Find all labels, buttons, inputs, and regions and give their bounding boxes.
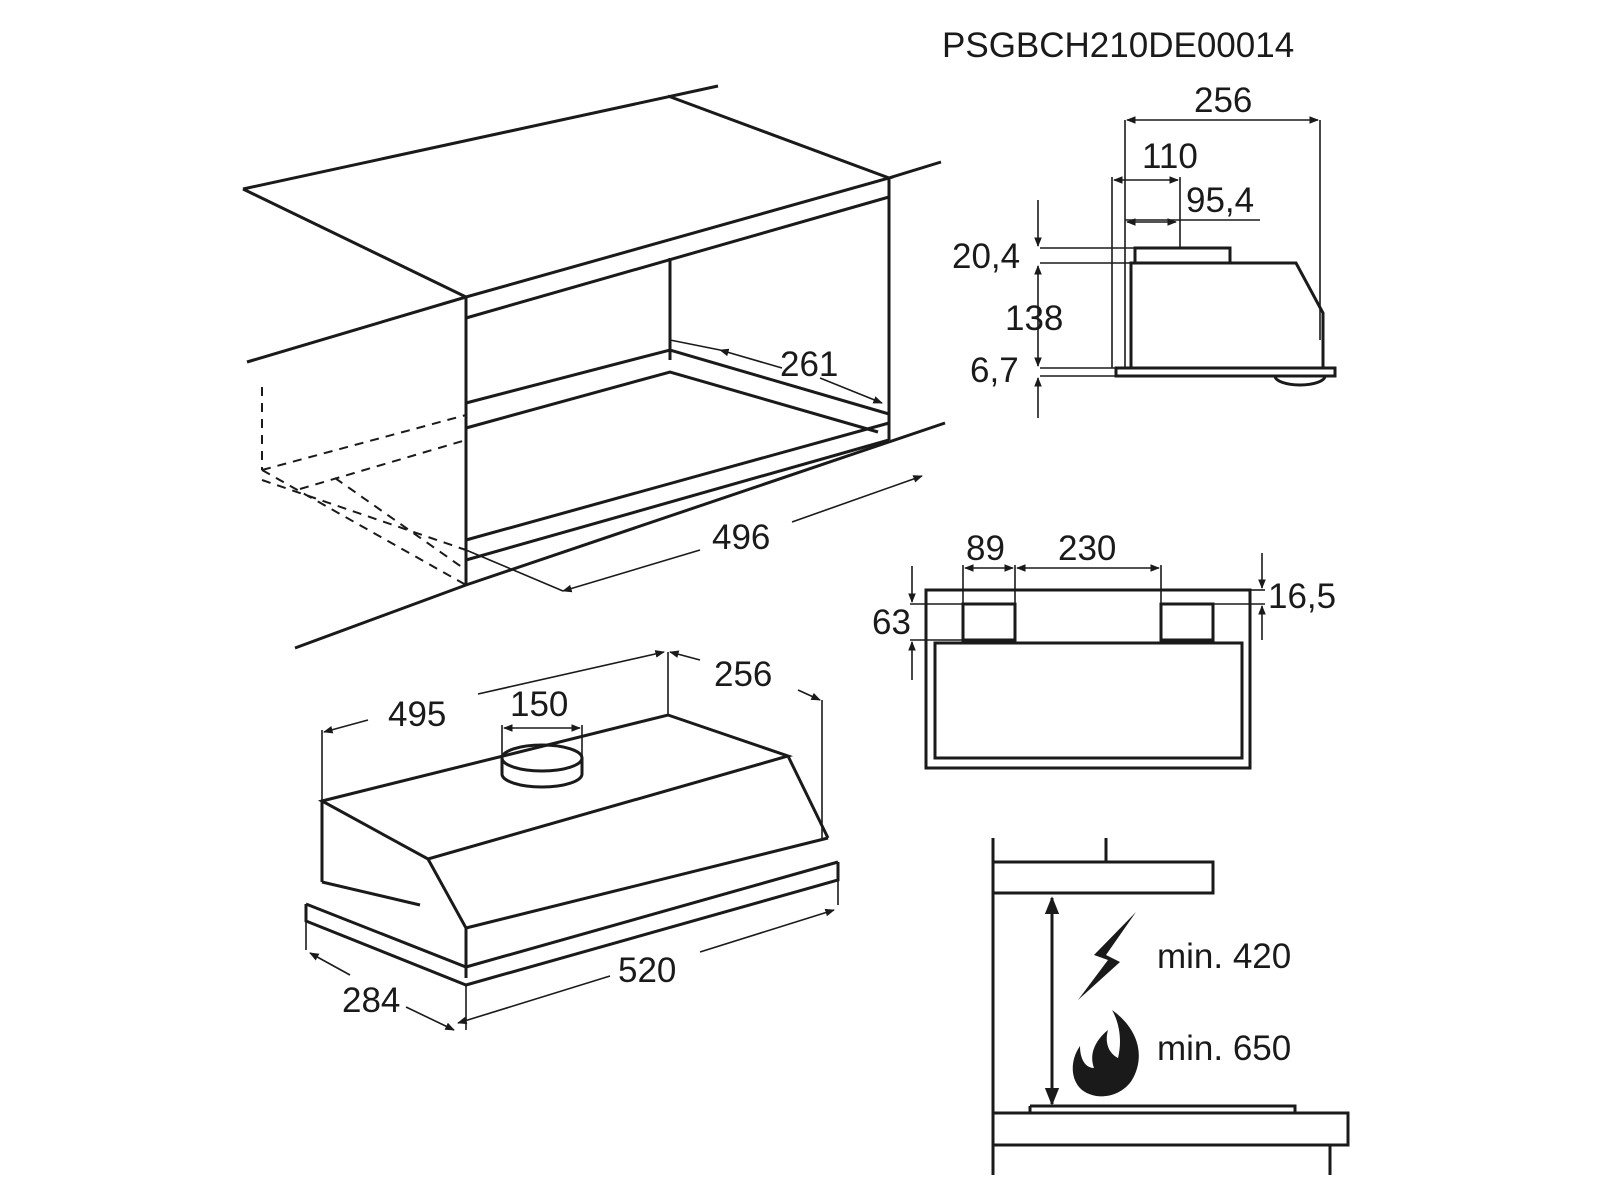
hood-drawing: 150 495 256 520 284 (304, 650, 840, 1031)
lightning-icon (1078, 912, 1136, 1000)
front-top-height-label: 16,5 (1268, 577, 1336, 616)
hood-depth-label: 256 (714, 655, 772, 694)
side-panel-height-label: 6,7 (970, 351, 1019, 390)
side-outlet-diameter-label: 95,4 (1186, 181, 1254, 220)
hood-front-width-label: 520 (618, 951, 676, 990)
flame-icon (1072, 1010, 1139, 1097)
side-view-drawing: 256 110 95,4 20,4 138 6,7 (952, 81, 1337, 418)
side-total-label: 256 (1194, 81, 1252, 120)
side-collar-height-label: 20,4 (952, 237, 1020, 276)
hood-width-label: 495 (388, 695, 446, 734)
cabinet-drawing: 261 496 (242, 84, 946, 650)
cabinet-depth-label: 261 (780, 345, 838, 384)
front-spacing-label: 230 (1058, 529, 1116, 568)
electric-clearance-label: min. 420 (1157, 937, 1291, 976)
cabinet-width-label: 496 (712, 518, 770, 557)
front-view-drawing: 89 230 16,5 63 (872, 529, 1336, 770)
front-edge-label: 89 (966, 529, 1005, 568)
hood-outlet-label: 150 (510, 685, 568, 724)
side-body-height-label: 138 (1005, 299, 1063, 338)
gas-clearance-label: min. 650 (1157, 1029, 1291, 1068)
clearance-drawing: min. 420 min. 650 (991, 838, 1350, 1175)
front-bracket-height-label: 63 (872, 603, 911, 642)
model-code: PSGBCH210DE00014 (942, 26, 1294, 65)
side-outlet-offset-label: 110 (1142, 137, 1198, 176)
hood-front-depth-label: 284 (342, 981, 400, 1020)
